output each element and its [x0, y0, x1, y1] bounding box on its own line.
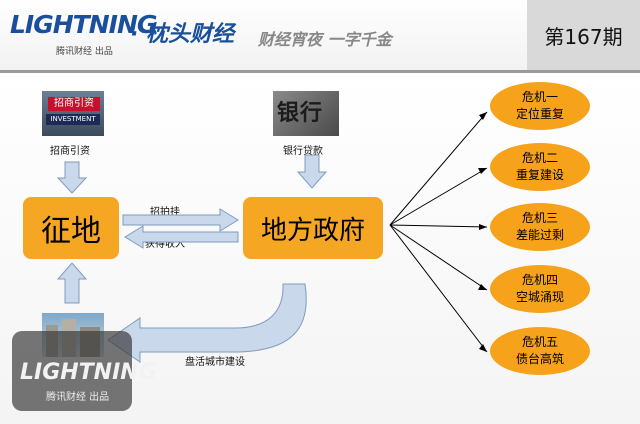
watermark-backdrop — [12, 331, 132, 411]
crisis-3-title: 危机三 — [521, 211, 558, 225]
crisis-oval-4: 危机四 空城涌现 — [490, 265, 590, 313]
crisis-2-title: 危机二 — [521, 151, 558, 165]
crisis-5-text: 债台高筑 — [515, 352, 564, 366]
crisis-1-title: 危机一 — [521, 90, 558, 104]
arrow-government-to-city — [107, 283, 307, 363]
crisis-4-text: 空城涌现 — [515, 290, 564, 304]
income-label: 获得收入 — [145, 239, 185, 250]
crisis-line-1 — [389, 111, 488, 226]
city-construction-label: 盘活城市建设 — [185, 357, 245, 368]
crisis-line-2 — [389, 167, 488, 226]
bank-sign-text: 银行 — [277, 101, 324, 126]
investment-caption: 招商引资 — [50, 146, 90, 157]
header-bar: LIGHTNING 腾讯财经 出品 · 枕头财经 财经宵夜 一字千金 第167期 — [0, 0, 640, 70]
issue-number: 第167期 — [527, 0, 640, 70]
arrow-investment-to-land — [56, 161, 88, 194]
watermark-subtitle: 腾讯财经 出品 — [46, 392, 110, 403]
crisis-2-text: 重复建设 — [515, 168, 564, 182]
crisis-line-5 — [389, 224, 488, 353]
slogan: 财经宵夜 一字千金 — [258, 30, 392, 49]
local-government-box: 地方政府 — [243, 197, 383, 259]
investment-sign-sub: INVESTMENT — [46, 114, 100, 125]
arrow-land-to-government — [122, 208, 239, 232]
crisis-oval-1: 危机一 定位重复 — [490, 82, 590, 130]
crisis-oval-3: 危机三 差能过剩 — [490, 203, 590, 251]
auction-label: 招拍挂 — [150, 207, 180, 218]
watermark-logo: LIGHTNING — [20, 360, 157, 385]
bank-photo: 银行 — [273, 91, 339, 136]
crisis-line-3 — [389, 224, 488, 228]
arrow-bank-to-government — [296, 154, 328, 189]
crisis-5-title: 危机五 — [521, 335, 558, 349]
crisis-3-text: 差能过剩 — [515, 228, 564, 242]
logo-subtitle: 腾讯财经 出品 — [56, 47, 113, 57]
arrow-city-to-land — [56, 262, 88, 304]
logo-chinese-title: · 枕头财经 — [130, 22, 235, 47]
crisis-oval-2: 危机二 重复建设 — [490, 143, 590, 191]
crisis-oval-5: 危机五 债台高筑 — [490, 327, 590, 375]
header-divider — [0, 70, 640, 73]
crisis-line-4 — [389, 224, 488, 291]
land-acquisition-box: 征地 — [23, 197, 119, 259]
investment-sign-text: 招商引资 — [48, 97, 100, 111]
investment-photo: 招商引资 INVESTMENT — [42, 91, 104, 136]
crisis-4-title: 危机四 — [521, 273, 558, 287]
logo-lightning: LIGHTNING — [10, 10, 157, 39]
arrow-government-to-land — [124, 225, 239, 249]
bank-caption: 银行贷款 — [283, 146, 323, 157]
crisis-1-text: 定位重复 — [515, 107, 564, 121]
